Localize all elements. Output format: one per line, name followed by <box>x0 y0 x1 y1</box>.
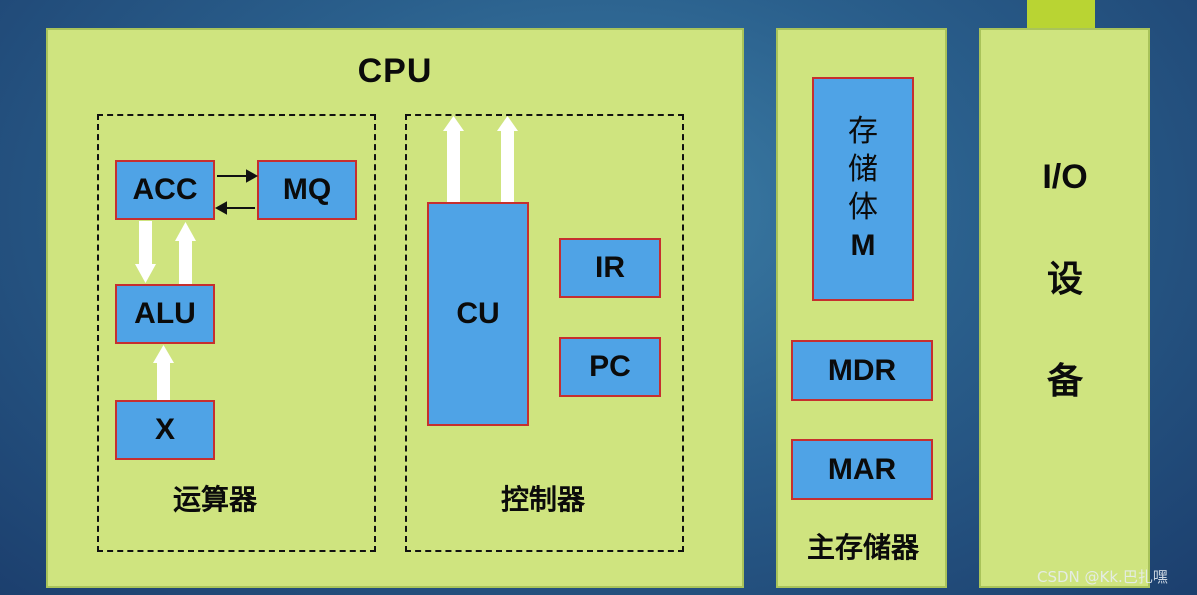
io-title: I/O <box>1042 158 1088 196</box>
acc-register: ACC <box>115 160 215 220</box>
watermark: CSDN @Kk.巴扎嘿 <box>1037 568 1168 586</box>
memory-body-line-1: 存 <box>848 115 878 148</box>
io-panel <box>979 28 1150 588</box>
alu-unit: ALU <box>115 284 215 344</box>
x-register: X <box>115 400 215 460</box>
io-char-1: 设 <box>1046 258 1083 299</box>
cu-group-label: 控制器 <box>500 484 585 515</box>
io-char-2: 备 <box>1046 360 1083 401</box>
memory-body: 存 储 体 M <box>812 77 914 301</box>
alu-group-label: 运算器 <box>172 484 257 515</box>
cpu-title: CPU <box>357 52 433 90</box>
mar-register: MAR <box>791 439 933 500</box>
cu-unit: CU <box>427 202 529 426</box>
cu-group-border <box>405 114 684 552</box>
memory-body-line-4: M <box>850 229 876 262</box>
pc-register: PC <box>559 337 661 397</box>
mq-register: MQ <box>257 160 357 220</box>
memory-body-line-3: 体 <box>848 191 878 224</box>
main-memory-label: 主存储器 <box>806 532 919 563</box>
memory-body-line-2: 储 <box>848 153 878 186</box>
ir-register: IR <box>559 238 661 298</box>
mdr-register: MDR <box>791 340 933 401</box>
accent-tab <box>1027 0 1095 28</box>
alu-group-border <box>97 114 376 552</box>
